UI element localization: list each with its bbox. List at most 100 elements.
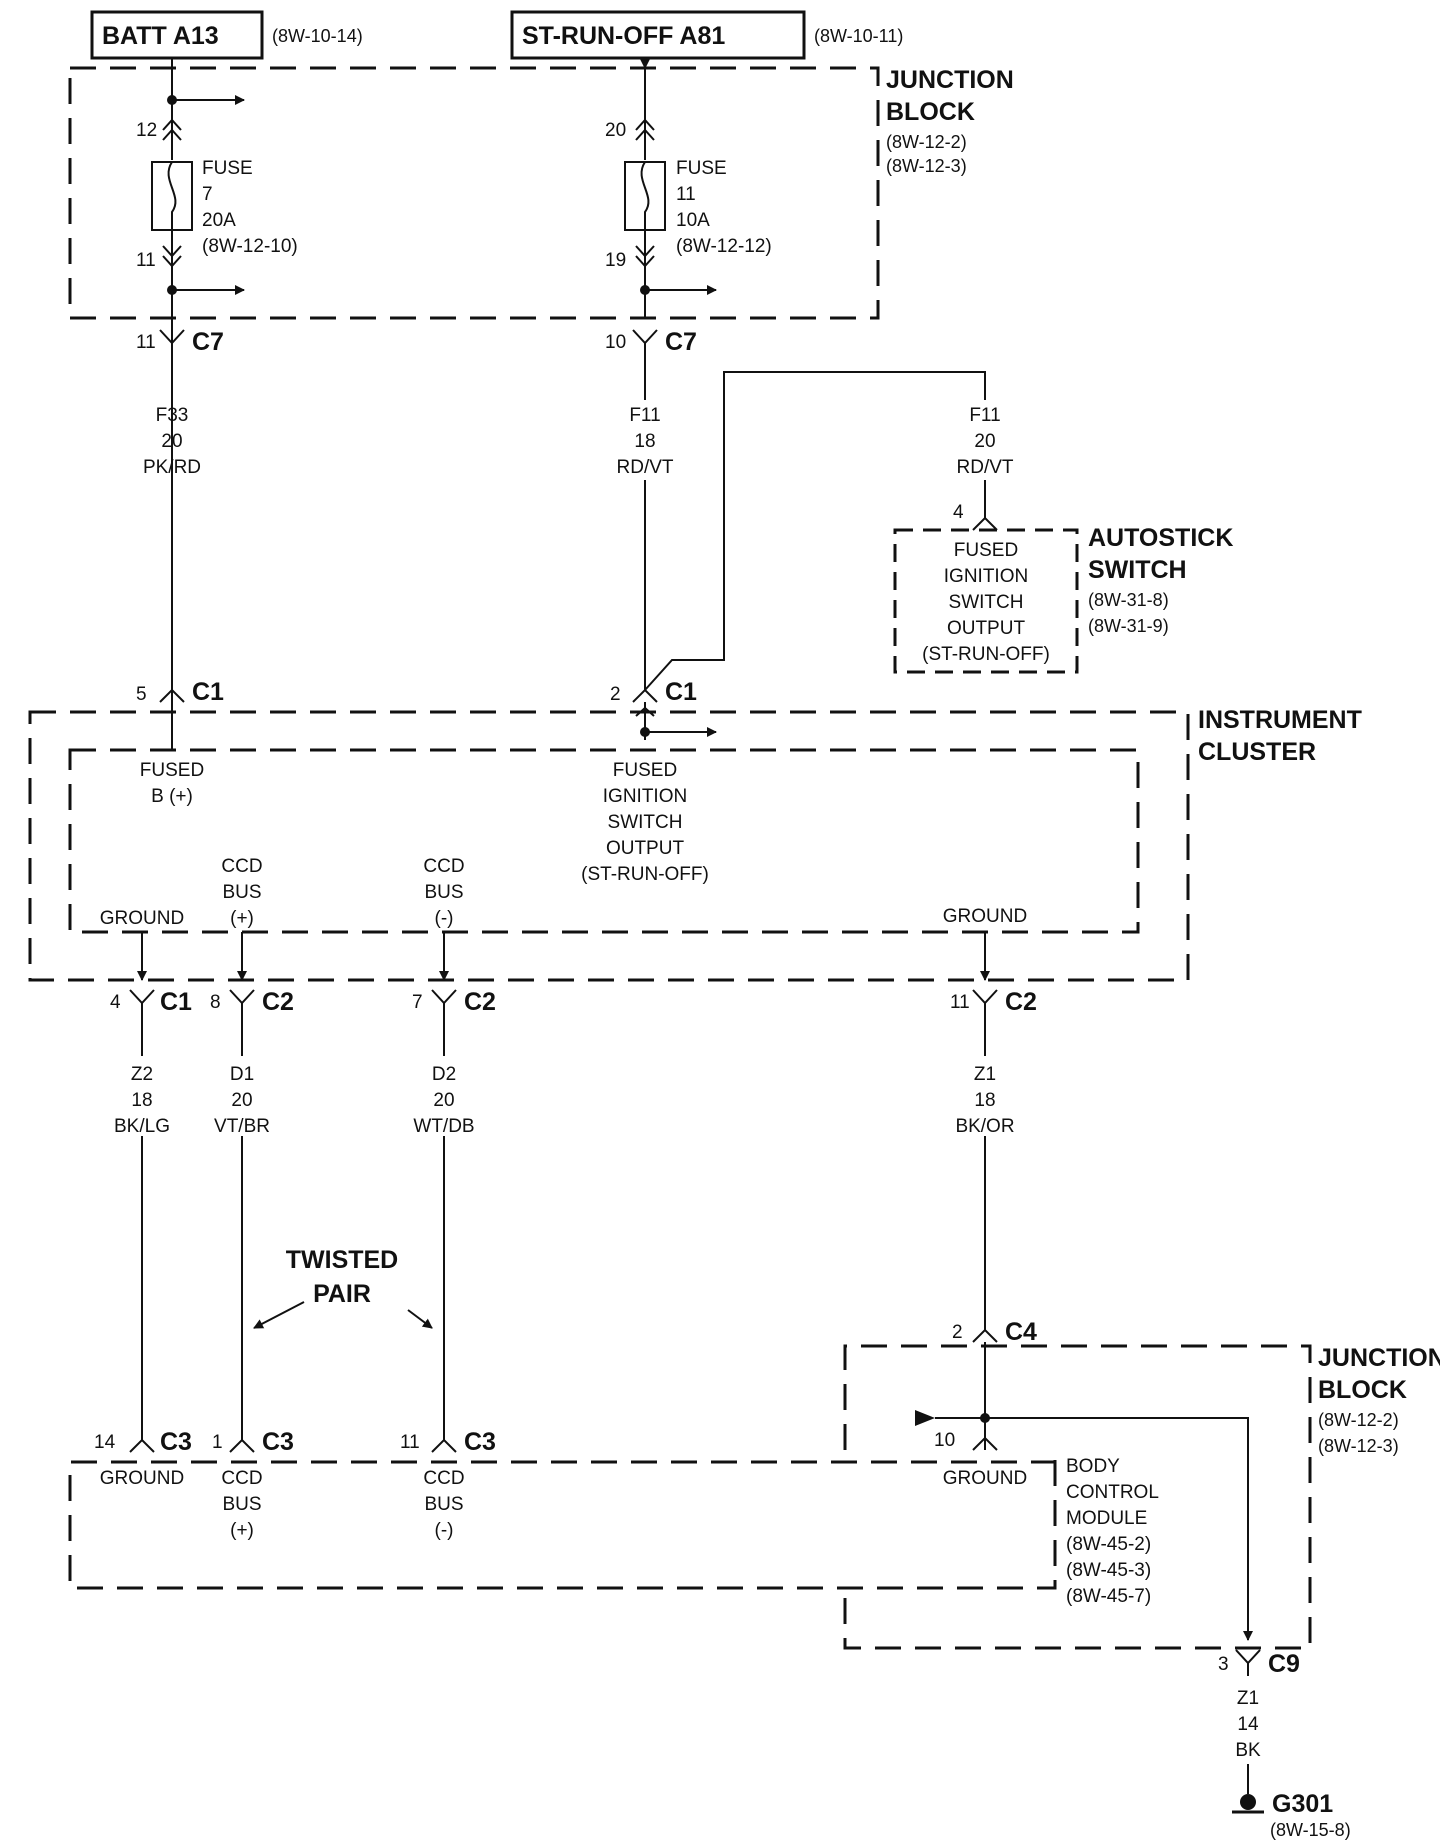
c3c-pin: 11 <box>400 1432 420 1453</box>
ground-g301: G301 (8W-15-8) <box>1232 1790 1351 1840</box>
instrument-cluster: INSTRUMENT CLUSTER FUSED B (+) FUSED IGN… <box>28 702 1362 982</box>
connector-c1-ign: 2 C1 <box>610 678 697 706</box>
cluster-title2: CLUSTER <box>1198 738 1316 766</box>
cluster-fused-b-1: FUSED <box>140 760 204 781</box>
bcm-line-2: CONTROL <box>1066 1482 1159 1503</box>
autostick-line-4: OUTPUT <box>947 618 1026 639</box>
c2b-conn: C2 <box>464 988 496 1016</box>
connector-c3-ccd-pos: 1 C3 <box>212 1428 294 1456</box>
jb-bottom-ref2: (8W-12-3) <box>1318 1436 1399 1456</box>
z1a-color: BK/OR <box>955 1116 1014 1137</box>
fuse7-pin-in: 12 <box>136 120 157 141</box>
junction-block-top: JUNCTION BLOCK (8W-12-2) (8W-12-3) <box>68 66 1014 320</box>
fuse11-pin-out: 19 <box>605 250 626 271</box>
bcm-ccdp-3: (+) <box>230 1520 254 1541</box>
c7a-conn: C7 <box>192 328 224 356</box>
z2-circuit: Z2 <box>131 1064 153 1085</box>
wire-f11-18: F11 18 RD/VT <box>617 405 674 478</box>
cluster-ign-5: (ST-RUN-OFF) <box>581 864 709 885</box>
autostick-ref2: (8W-31-9) <box>1088 616 1169 636</box>
fuse7-l2: 7 <box>202 184 213 205</box>
twisted-l2: PAIR <box>313 1280 371 1308</box>
connector-c2-ccd-pos: 8 C2 <box>210 988 294 1016</box>
cluster-ccdp-1: CCD <box>221 856 262 877</box>
cluster-title1: INSTRUMENT <box>1198 706 1362 734</box>
fuse7-l4: (8W-12-10) <box>202 236 298 257</box>
twisted-arrow-right <box>407 1309 433 1329</box>
f11b-circuit: F11 <box>969 405 1000 426</box>
c3b-pin: 1 <box>212 1432 223 1453</box>
f33-gauge: 20 <box>161 431 182 452</box>
st-run-off-label: ST-RUN-OFF A81 <box>522 22 725 50</box>
cluster-ign-3: SWITCH <box>608 812 683 833</box>
fuse7-l3: 20A <box>202 210 236 231</box>
connector-c4: 2 C4 10 <box>915 1318 1253 1641</box>
c2b-pin: 7 <box>412 992 423 1013</box>
f33-circuit: F33 <box>156 405 189 426</box>
c1a-pin: 5 <box>136 684 147 705</box>
c3a-conn: C3 <box>160 1428 192 1456</box>
fuse11-l1: FUSE <box>676 158 727 179</box>
jb-top-ref2: (8W-12-3) <box>886 156 967 176</box>
wire-d2: D2 20 WT/DB <box>413 1064 474 1137</box>
twisted-pair-label: TWISTED PAIR <box>286 1246 399 1308</box>
z1b-color: BK <box>1235 1740 1261 1761</box>
c7b-pin: 10 <box>605 332 626 353</box>
batt-a13-ref: (8W-10-14) <box>272 26 363 46</box>
z1b-gauge: 14 <box>1237 1714 1259 1735</box>
f11a-gauge: 18 <box>634 431 655 452</box>
bcm-ccdn-2: BUS <box>424 1494 463 1515</box>
autostick-line-2: IGNITION <box>944 566 1028 587</box>
bcm-ground-right: GROUND <box>943 1468 1027 1489</box>
batt-a13-source: BATT A13 (8W-10-14) <box>90 10 363 60</box>
autostick-line-5: (ST-RUN-OFF) <box>922 644 1050 665</box>
c1b-pin: 2 <box>610 684 621 705</box>
fuse7-l1: FUSE <box>202 158 253 179</box>
bcm-ground-left: GROUND <box>100 1468 184 1489</box>
d2-circuit: D2 <box>432 1064 456 1085</box>
fuse11-l3: 10A <box>676 210 710 231</box>
bcm-line-5: (8W-45-3) <box>1066 1560 1151 1581</box>
jb-top-ref1: (8W-12-2) <box>886 132 967 152</box>
autostick-line-3: SWITCH <box>949 592 1024 613</box>
cluster-ccdn-1: CCD <box>423 856 464 877</box>
cluster-ign-2: IGNITION <box>603 786 687 807</box>
autostick-switch: 4 FUSED IGNITION SWITCH OUTPUT (ST-RUN-O… <box>893 502 1233 674</box>
autostick-title2: SWITCH <box>1088 556 1187 584</box>
jb-bottom-title1: JUNCTION <box>1318 1344 1440 1372</box>
jb-bottom-ref1: (8W-12-2) <box>1318 1410 1399 1430</box>
bcm-line-4: (8W-45-2) <box>1066 1534 1151 1555</box>
fuse-7-circuit: 12 11 FUSE 7 20A (8W-12-10) <box>136 58 298 318</box>
fuse-11-circuit: 20 19 FUSE 11 10A (8W-12-12) <box>605 59 772 318</box>
c9-pin: 3 <box>1218 1654 1229 1675</box>
d1-color: VT/BR <box>214 1116 270 1137</box>
autostick-ref1: (8W-31-8) <box>1088 590 1169 610</box>
cluster-ground-1: GROUND <box>100 908 184 929</box>
c2c-conn: C2 <box>1005 988 1037 1016</box>
mid-wires <box>141 1003 986 1440</box>
f11a-color: RD/VT <box>617 457 674 478</box>
cluster-fused-b-2: B (+) <box>151 786 193 807</box>
c2a-conn: C2 <box>262 988 294 1016</box>
wire-z1-14: Z1 14 BK <box>1235 1688 1261 1761</box>
twisted-arrow-left <box>253 1301 305 1329</box>
twisted-l1: TWISTED <box>286 1246 399 1274</box>
cluster-ccdp-2: BUS <box>222 882 261 903</box>
connector-c7-ign: 10 C7 <box>605 328 697 356</box>
bcm-ccdp-1: CCD <box>221 1468 262 1489</box>
connector-c3-ground: 14 C3 <box>94 1428 192 1456</box>
f33-color: PK/RD <box>143 457 201 478</box>
bcm-line-3: MODULE <box>1066 1508 1147 1529</box>
c4-conn: C4 <box>1005 1318 1037 1346</box>
c2a-pin: 8 <box>210 992 221 1013</box>
wire-z2: Z2 18 BK/LG <box>114 1064 170 1137</box>
connector-c2-ccd-neg: 7 C2 <box>412 988 496 1016</box>
cluster-ccdp-3: (+) <box>230 908 254 929</box>
cluster-ign-4: OUTPUT <box>606 838 685 859</box>
c3a-pin: 14 <box>94 1432 116 1453</box>
d1-gauge: 20 <box>231 1090 252 1111</box>
c9-conn: C9 <box>1268 1650 1300 1678</box>
jb-top-title1: JUNCTION <box>886 66 1014 94</box>
f11-branch-wire: F11 20 RD/VT <box>644 371 1014 691</box>
